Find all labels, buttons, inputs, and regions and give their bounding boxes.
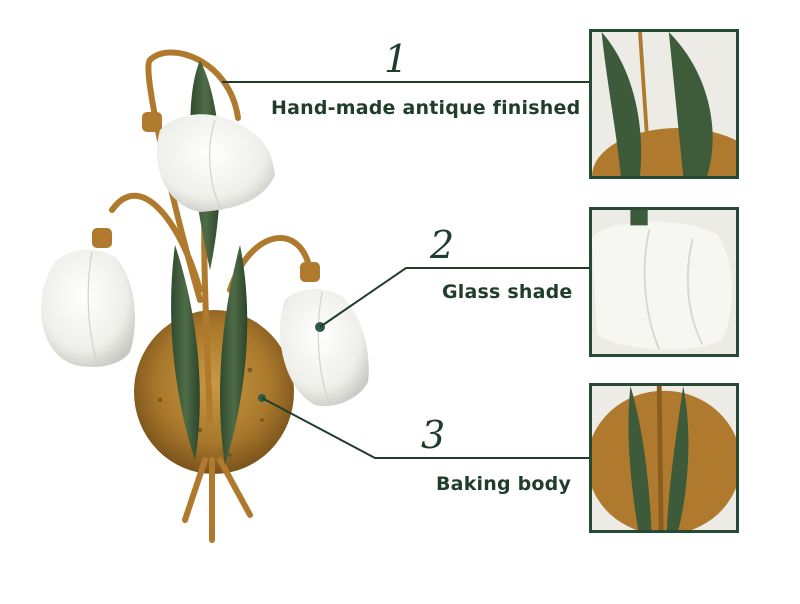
callout-number-2: 2: [430, 223, 455, 267]
callout-number-1: 1: [384, 37, 409, 81]
leaf: [171, 245, 200, 460]
callout-number-3: 3: [421, 413, 446, 457]
glass-shade: [279, 288, 369, 407]
inset-glass-detail: [589, 207, 739, 357]
leaf: [220, 245, 248, 465]
callout-label-2: Glass shade: [442, 281, 573, 303]
back-plate: [134, 310, 294, 474]
inset-body-detail: [589, 383, 739, 533]
callout-label-1: Hand-made antique finished: [271, 97, 581, 119]
callout-label-3: Baking body: [436, 473, 572, 495]
inset-leaf-detail: [589, 29, 739, 179]
glass-shade: [156, 114, 275, 212]
